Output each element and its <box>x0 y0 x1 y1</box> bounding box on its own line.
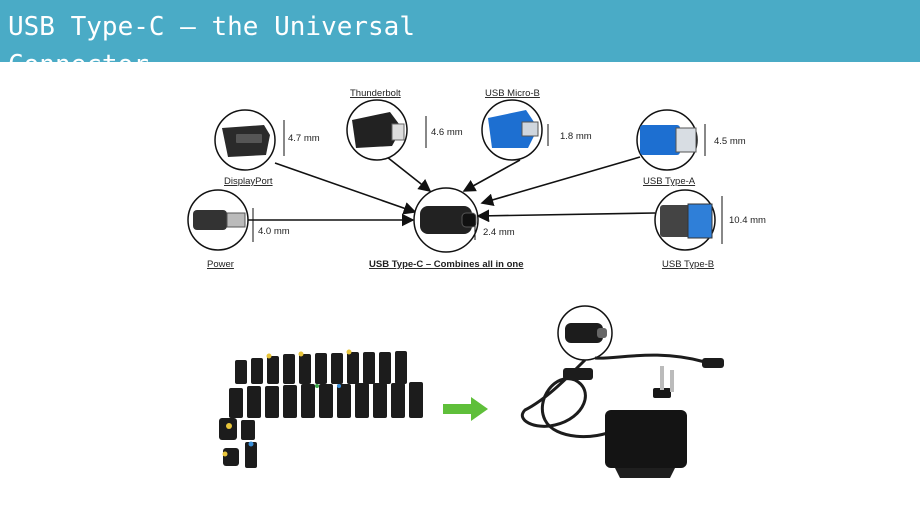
usb-micro-b-size: 1.8 mm <box>560 131 592 142</box>
usb-type-a-label: USB Type-A <box>643 176 696 187</box>
displayport-connector: 4.7 mm DisplayPort <box>214 109 320 187</box>
usb-micro-b-label: USB Micro-B <box>485 88 540 99</box>
usb-c-charger-photo <box>521 305 724 478</box>
usb-type-c-label: USB Type-C – Combines all in one <box>369 259 524 270</box>
power-size: 4.0 mm <box>258 226 290 237</box>
thunderbolt-size: 4.6 mm <box>431 127 463 138</box>
diagram-arrows <box>248 156 656 227</box>
usb-micro-b-connector: 1.8 mm USB Micro-B <box>481 88 592 161</box>
displayport-label: DisplayPort <box>224 176 273 187</box>
connector-tip-set-photo <box>215 340 435 490</box>
thunderbolt-label: Thunderbolt <box>350 88 401 99</box>
slide-title: USB Type-C – the Universal Connector <box>8 12 415 62</box>
usb-type-b-size: 10.4 mm <box>729 215 766 226</box>
usb-type-a-connector: 4.5 mm USB Type-A <box>636 109 746 187</box>
usb-type-b-connector: 10.4 mm USB Type-B <box>654 189 766 270</box>
green-arrow-icon <box>443 397 488 421</box>
power-label: Power <box>207 259 234 270</box>
usb-type-c-size: 2.4 mm <box>483 227 515 238</box>
slide-header: USB Type-C – the Universal Connector <box>0 0 920 62</box>
power-connector: 4.0 mm Power <box>187 189 290 270</box>
usb-type-c-connector: 2.4 mm USB Type-C – Combines all in one <box>369 187 524 270</box>
thunderbolt-connector: 4.6 mm Thunderbolt <box>346 88 463 161</box>
usb-type-b-label: USB Type-B <box>662 259 714 270</box>
displayport-size: 4.7 mm <box>288 133 320 144</box>
usb-type-a-size: 4.5 mm <box>714 136 746 147</box>
